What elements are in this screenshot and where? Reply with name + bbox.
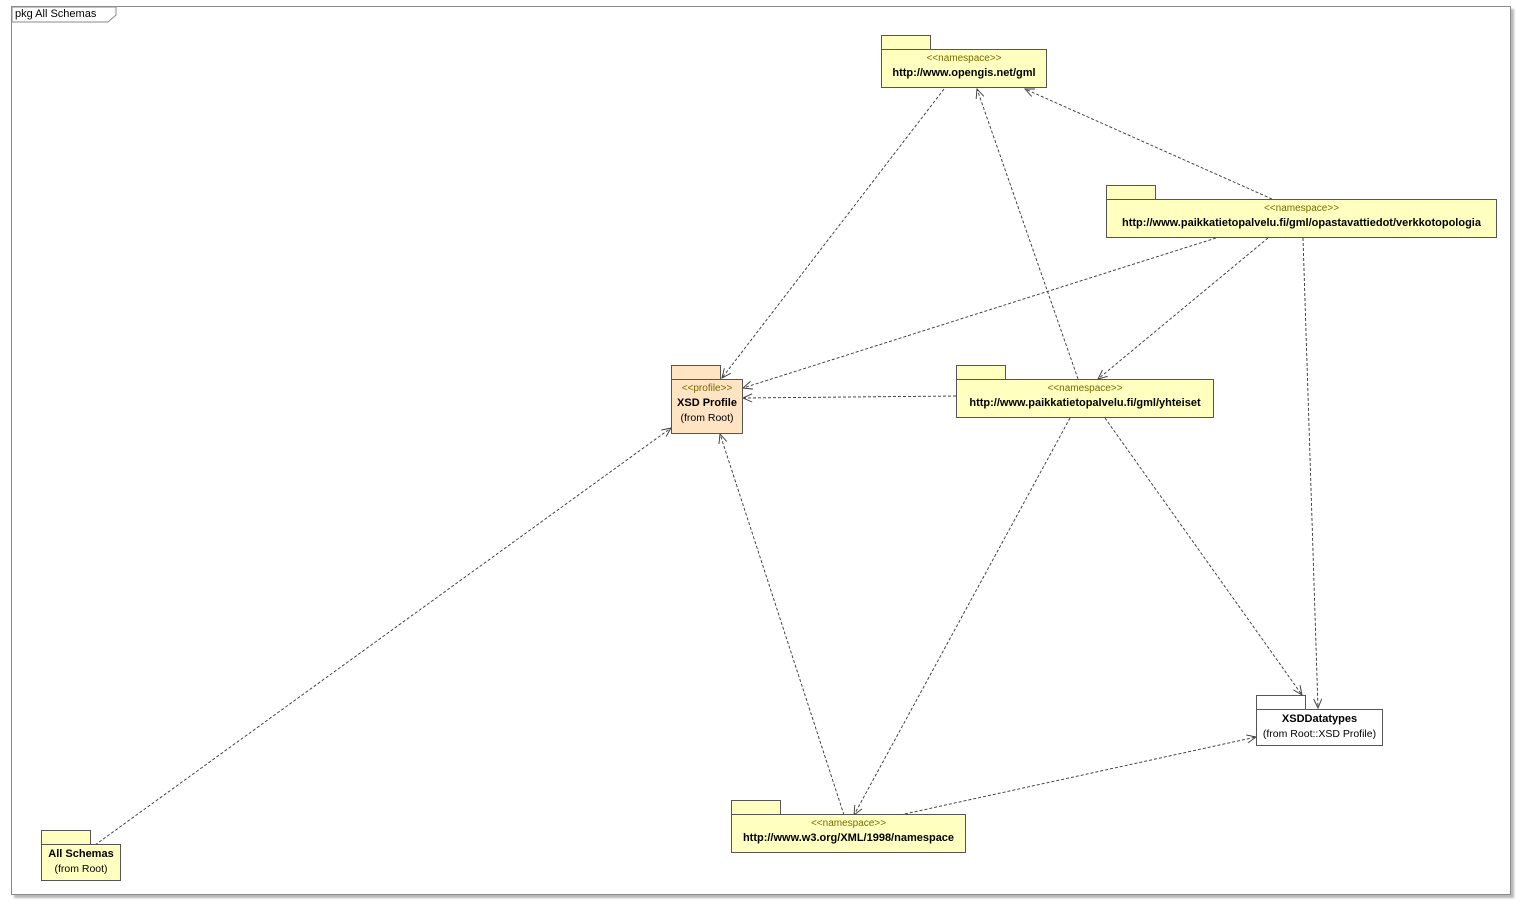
dependency-verkko-to-xsddatatypes[interactable] — [1302, 237, 1323, 710]
dependency-arrowhead — [1023, 88, 1036, 97]
package-stereotype: <<namespace>> — [1047, 383, 1123, 394]
dependency-allschemas-to-xsdprofile[interactable] — [94, 427, 672, 846]
package-name: All Schemas — [48, 848, 114, 860]
dependency-yhteiset-to-xsdprofile[interactable] — [741, 393, 957, 403]
dependency-arrowhead — [721, 368, 732, 379]
dependency-line — [719, 433, 845, 816]
package-name: XSD Profile — [677, 397, 737, 409]
dependency-line — [742, 395, 957, 399]
dependency-line — [94, 427, 672, 846]
package-yhteiset[interactable]: <<namespace>> http://www.paikkatietopalv… — [956, 365, 1214, 418]
package-stereotype: <<namespace>> — [810, 818, 887, 829]
package-tab — [1106, 185, 1156, 199]
package-stereotype: <<profile>> — [681, 383, 733, 394]
dependency-line — [853, 417, 1071, 816]
package-xsd-profile[interactable]: <<profile>> XSD Profile (from Root) — [671, 365, 743, 434]
package-name: http://www.paikkatietopalvelu.fi/gml/yht… — [969, 397, 1201, 409]
package-gml[interactable]: <<namespace>> http://www.opengis.net/gml — [881, 35, 1047, 88]
package-all-schemas[interactable]: All Schemas (from Root) — [41, 830, 121, 881]
package-body: <<namespace>> http://www.w3.org/XML/1998… — [731, 814, 966, 853]
dependency-yhteiset-to-gml[interactable] — [975, 87, 1079, 380]
package-name: http://www.opengis.net/gml — [892, 67, 1036, 79]
dependency-line — [721, 88, 945, 379]
dependency-line — [976, 88, 1079, 380]
dependency-arrowhead — [975, 87, 985, 100]
dependency-yhteiset-to-xsddatatypes[interactable] — [1104, 417, 1303, 696]
package-verkkotopologia[interactable]: <<namespace>> http://www.paikkatietopalv… — [1106, 185, 1497, 238]
dependency-gml-to-xsdprofile[interactable] — [721, 88, 945, 379]
package-xsd-datatypes[interactable]: XSDDatatypes (from Root::XSD Profile) — [1256, 695, 1383, 746]
package-origin: (from Root) — [680, 412, 734, 424]
package-tab — [1256, 695, 1306, 709]
package-origin: (from Root::XSD Profile) — [1262, 728, 1377, 740]
package-origin: (from Root) — [54, 863, 108, 875]
package-name: http://www.w3.org/XML/1998/namespace — [742, 832, 955, 844]
dependency-arrowhead — [661, 427, 672, 437]
dependency-yhteiset-to-xmlns[interactable] — [853, 417, 1071, 816]
package-xml-namespace[interactable]: <<namespace>> http://www.w3.org/XML/1998… — [731, 800, 966, 853]
dependency-verkko-to-xsdprofile[interactable] — [741, 237, 1217, 390]
frame-label-tab — [12, 7, 117, 23]
package-body: <<profile>> XSD Profile (from Root) — [671, 379, 743, 434]
dependency-verkko-to-gml[interactable] — [1023, 88, 1273, 200]
diagram-frame: pkg All Schemas — [11, 6, 1511, 895]
package-body: <<namespace>> http://www.paikkatietopalv… — [1106, 199, 1497, 238]
package-body: All Schemas (from Root) — [41, 844, 121, 881]
dependency-verkko-to-yhteiset[interactable] — [1097, 237, 1269, 380]
package-tab — [956, 365, 1006, 379]
dependency-arrowhead — [741, 381, 753, 390]
package-name: http://www.paikkatietopalvelu.fi/gml/opa… — [1122, 217, 1481, 229]
package-tab — [731, 800, 781, 814]
dependency-line — [1302, 237, 1319, 709]
dependency-arrowhead — [741, 393, 753, 403]
dependency-arrowhead — [1313, 698, 1323, 710]
dependency-line — [1104, 417, 1303, 696]
package-stereotype: <<namespace>> — [926, 53, 1002, 64]
package-body: <<namespace>> http://www.opengis.net/gml — [881, 49, 1047, 88]
dependency-line — [1024, 88, 1273, 200]
dependency-line — [742, 237, 1217, 389]
dependency-line — [899, 736, 1257, 816]
dependency-xmlns-to-xsdprofile[interactable] — [718, 432, 845, 816]
package-body: XSDDatatypes (from Root::XSD Profile) — [1256, 709, 1383, 746]
dependency-line — [1097, 237, 1269, 380]
package-name: XSDDatatypes — [1281, 713, 1358, 725]
package-tab — [671, 365, 721, 379]
package-tab — [41, 830, 91, 844]
package-tab — [881, 35, 931, 49]
package-body: <<namespace>> http://www.paikkatietopalv… — [956, 379, 1214, 418]
package-stereotype: <<namespace>> — [1263, 203, 1340, 214]
frame-label: pkg All Schemas — [15, 8, 97, 20]
dependency-arrowhead — [718, 432, 728, 444]
